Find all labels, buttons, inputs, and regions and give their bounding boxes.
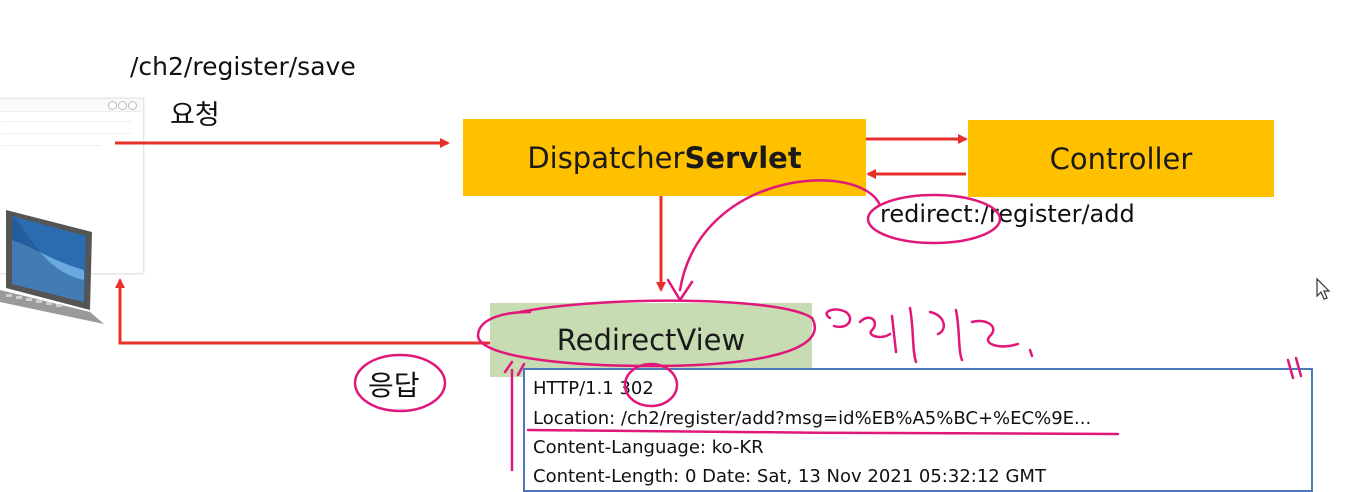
window-dot-icon [118,101,127,110]
redirect-view-label: RedirectView [556,323,746,357]
controller-label: Controller [1049,141,1193,176]
mouse-pointer-icon [1316,277,1331,300]
window-dot-icon [108,101,117,110]
http-version: HTTP/1.1 [533,378,620,399]
response-circle [353,353,447,413]
browser-titlebar [0,99,143,112]
controller-return-label: redirect:/register/add [880,200,1135,228]
content-language-header: Content-Language: ko-KR [533,437,764,458]
response-arrow [115,278,490,345]
controller-box: Controller [968,120,1274,197]
handwritten-korean-note [825,306,1034,364]
laptop-icon [0,210,104,324]
response-label: 응답 [368,369,420,402]
location-underline [526,428,1120,436]
status-code-circle [623,362,679,408]
redirect-view-box: RedirectView [490,303,812,377]
request-label: 요청 [170,100,220,131]
servlet-label: Servlet [684,140,802,175]
window-dot-icon [128,101,137,110]
redirect-view-highlight [476,299,816,368]
request-url-label: /ch2/register/save [130,52,356,81]
dispatcher-label: Dispatcher [527,140,685,175]
pen-arrow-to-view [678,179,882,292]
diagram-overlay [115,134,1331,471]
location-header: Location: /ch2/register/add?msg=id%EB%A5… [533,408,1092,429]
redirect-highlight-circle [866,193,1002,245]
